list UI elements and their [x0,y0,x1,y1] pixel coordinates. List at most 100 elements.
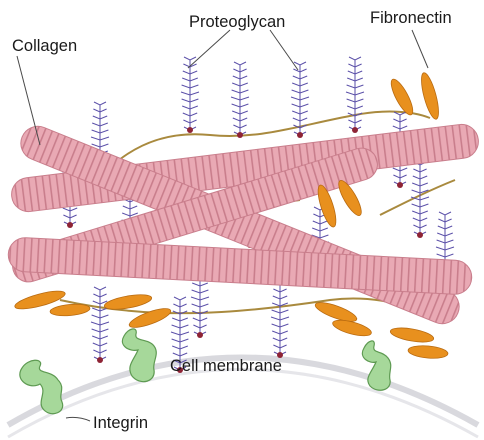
proteoglycan-bristle [293,61,307,66]
proteoglycan-node [237,132,243,138]
label-collagen: Collagen [12,37,77,55]
proteoglycan-bristle [93,349,107,354]
fibronectin [14,290,66,310]
proteoglycan-node [417,232,423,238]
proteoglycan-bristle [393,118,407,123]
proteoglycan-node [97,357,103,363]
fibronectin [332,319,372,337]
label-proteoglycan: Proteoglycan [189,13,285,31]
proteoglycan-bristle [93,293,107,298]
fibronectin [49,303,91,317]
proteoglycan-bristle [291,103,309,108]
fibronectin [390,78,414,116]
proteoglycan-bristle [348,63,362,68]
proteoglycan-bristle [182,70,198,75]
proteoglycan-bristle [437,225,453,230]
cell-membrane [6,354,480,439]
proteoglycan-bristle [183,63,197,68]
proteoglycan-bristle [413,168,427,173]
proteoglycan-bristle [91,328,109,333]
integrin [19,359,64,415]
proteoglycan-bristle [232,75,248,80]
integrin [121,328,157,383]
integrin-proteins [19,328,392,415]
proteoglycan-bristle [411,203,429,208]
proteoglycan-node [297,132,303,138]
fibronectin [128,308,172,328]
proteoglycan-bristle [437,232,453,237]
proteoglycan-bristle [312,220,328,225]
proteoglycan-node [277,352,283,358]
proteoglycan-bristle [192,282,208,287]
proteoglycan-bristle [192,310,208,315]
proteoglycan-node [67,222,73,228]
proteoglycan-bristle [393,111,407,116]
proteoglycan-bristle [293,124,307,129]
proteoglycan-bristle [233,124,247,129]
proteoglycan-bristle [232,82,248,87]
proteoglycan-bristle [173,303,187,308]
proteoglycan-bristle [393,174,407,179]
proteoglycan-bristle [182,77,198,82]
integrin [361,340,392,391]
proteoglycan-bristle [273,344,287,349]
proteoglycan-bristle [232,117,248,122]
proteoglycan-bristle [172,345,188,350]
proteoglycan-bristle [92,300,108,305]
collagen-fiber [7,237,473,295]
proteoglycan-bristle [347,77,363,82]
proteoglycan-bristle [412,182,428,187]
proteoglycan-bristle [346,84,364,89]
proteoglycan-bristle [292,75,308,80]
proteoglycan-bristle [180,91,200,96]
proteoglycan-bristle [230,96,250,101]
proteoglycan-bristle [173,296,187,301]
proteoglycan-bristle [191,303,209,308]
proteoglycan-bristle [438,218,452,223]
proteoglycan-bristle [171,338,189,343]
proteoglycan-bristle [92,115,108,120]
proteoglycan-bristle [348,56,362,61]
proteoglycan-bristle [182,112,198,117]
proteoglycan-bristle [392,125,408,130]
proteoglycan-node [197,332,203,338]
proteoglycan-bristle [92,307,108,312]
proteoglycan-bristle [92,342,108,347]
proteoglycan-bristle [347,70,363,75]
fibronectin [407,345,449,359]
proteoglycan-bristle [182,105,198,110]
proteoglycan-bristle [233,68,247,73]
proteoglycan-bristle [348,119,362,124]
proteoglycan-bristle [172,352,188,357]
proteoglycan-bristle [411,189,429,194]
proteoglycan-bristle [192,317,208,322]
fibronectin [338,180,362,216]
leader-lines [16,29,429,422]
proteoglycan-bristle [191,289,209,294]
proteoglycan-bristle [412,175,428,180]
proteoglycan-bristle [92,335,108,340]
collagen-fibers [7,123,479,325]
fibronectin [317,184,337,228]
proteoglycan-bristle [292,110,308,115]
proteoglycan-node [177,367,183,373]
proteoglycan-bristle [271,323,289,328]
proteoglycan-bristle [173,359,187,364]
proteoglycan-bristle [181,98,199,103]
proteoglycan-bristle [91,129,109,134]
label-fibronectin: Fibronectin [370,9,452,27]
proteoglycan-bristle [232,110,248,115]
proteoglycan-bristle [271,309,289,314]
proteoglycan-bristle [347,112,363,117]
label-cell-membrane: Cell membrane [170,357,282,375]
proteoglycan-bristle [392,167,408,172]
proteoglycan-bristle [436,253,454,258]
proteoglycan-bristle [290,96,310,101]
proteoglycan-bristle [438,211,452,216]
proteoglycan-bristle [410,196,430,201]
proteoglycan-bristle [93,286,107,291]
proteoglycan-bristle [291,89,309,94]
proteoglycan-bristle [193,324,207,329]
label-integrin: Integrin [93,414,148,432]
